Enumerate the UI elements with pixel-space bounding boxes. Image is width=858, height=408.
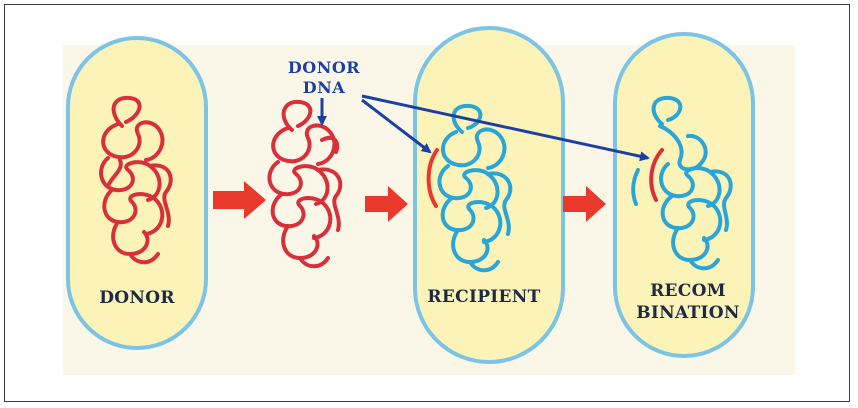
recombination-label-line2: BINATION	[636, 303, 739, 323]
step-arrow-3	[563, 186, 606, 222]
donor-dna-label-line2: DNA	[303, 78, 346, 97]
recipient-cell	[415, 28, 563, 362]
recipient-label: RECIPIENT	[427, 287, 540, 307]
step-arrow-1	[213, 181, 266, 219]
step-arrow-2	[365, 186, 408, 222]
transfer-chromosome	[269, 102, 340, 266]
recombination-label-line1: RECOM	[650, 281, 726, 301]
donor-dna-label-line1: DONOR	[288, 58, 360, 77]
donor-label: DONOR	[99, 288, 175, 308]
